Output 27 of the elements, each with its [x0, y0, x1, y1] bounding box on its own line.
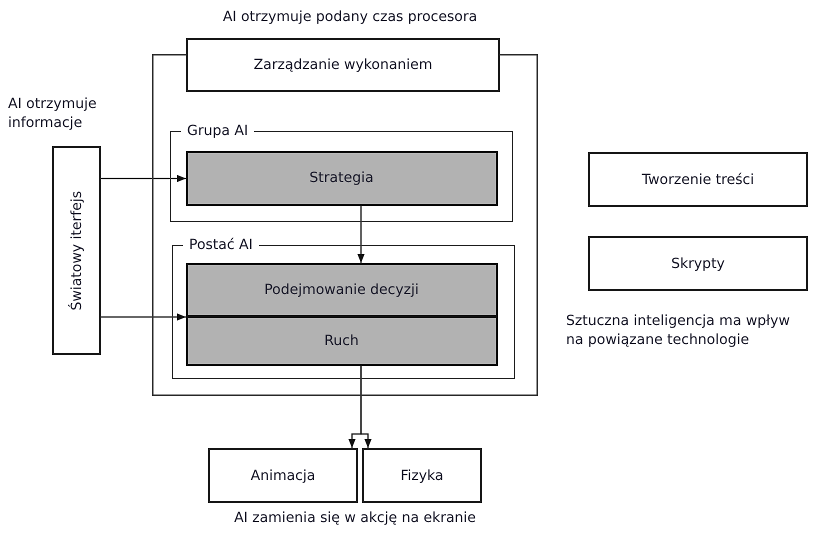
- arrow: [101, 174, 186, 182]
- arrow: [357, 206, 365, 263]
- arrow: [360, 366, 372, 448]
- process-box: [186, 38, 500, 92]
- process-box: [588, 152, 808, 207]
- box-label: Podejmowanie decyzji: [264, 282, 419, 298]
- module-box: [186, 262, 498, 316]
- annotation-text: AI otrzymuje informacje: [8, 95, 98, 133]
- annotation-text: AI otrzymuje podany czas procesora: [222, 8, 478, 27]
- box-label: Światowy iterfejs: [68, 190, 84, 310]
- process-box: [208, 448, 358, 503]
- box-label: Zarządzanie wykonaniem: [254, 57, 432, 73]
- box-label: Skrypty: [671, 256, 725, 272]
- module-box: [186, 316, 498, 366]
- box-label: Ruch: [324, 332, 359, 348]
- box-label: Animacja: [250, 468, 316, 484]
- process-box: [52, 146, 101, 355]
- box-label: Tworzenie treści: [642, 172, 754, 188]
- process-box: [362, 448, 482, 503]
- annotation-text: Sztuczna inteligencja ma wpływ na powiązane technologie: [566, 312, 791, 350]
- box-label: Strategia: [309, 170, 374, 186]
- module-box: [186, 150, 498, 206]
- box-label: Fizyka: [400, 468, 444, 484]
- annotation-text: AI zamienia się w akcję na ekranie: [233, 509, 477, 528]
- outer-frame: [152, 54, 538, 396]
- arrow: [101, 313, 186, 321]
- process-box: [588, 236, 808, 291]
